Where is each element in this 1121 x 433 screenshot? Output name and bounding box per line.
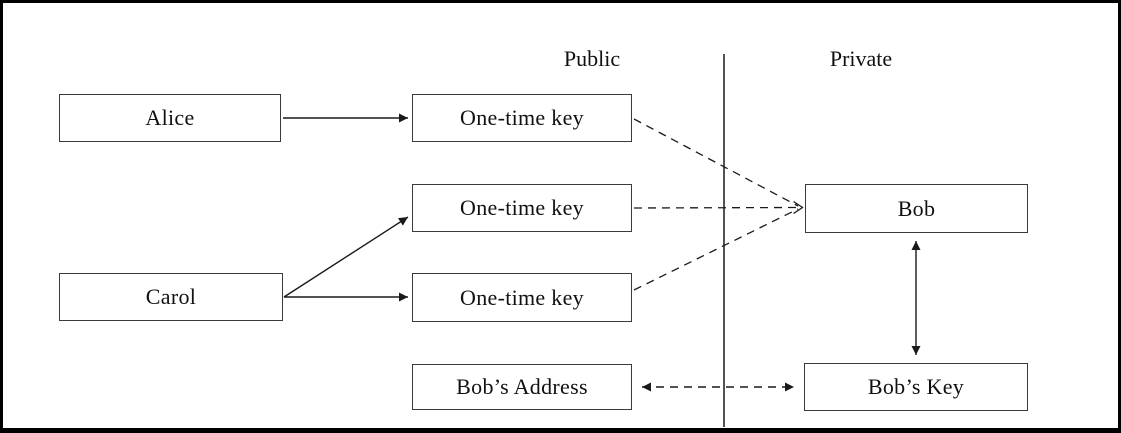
edges-layer — [283, 54, 921, 427]
edge-otk3-bob — [633, 208, 799, 291]
node-carol-label: Carol — [145, 284, 197, 309]
node-carol: Carol — [59, 273, 283, 321]
node-one-time-key-1-label: One-time key — [460, 105, 584, 130]
node-alice-label: Alice — [145, 105, 195, 130]
node-bobs-key-label: Bob’s Key — [867, 374, 965, 399]
node-bobs-address: Bob’s Address — [412, 364, 632, 410]
node-one-time-key-3: One-time key — [412, 273, 632, 322]
node-one-time-key-2-label: One-time key — [460, 195, 584, 220]
node-alice: Alice — [59, 94, 281, 142]
edge-carol-otk2 — [283, 216, 409, 298]
edge-otk2-bob — [633, 206, 799, 209]
open-arrowhead-bob — [793, 200, 804, 215]
node-bob-label: Bob — [897, 195, 936, 221]
node-bob: Bob — [805, 184, 1028, 233]
region-label-private: Private — [829, 46, 893, 71]
edge-otk1-bob — [633, 118, 799, 207]
node-bobs-address-label: Bob’s Address — [456, 374, 588, 399]
region-label-public: Public — [563, 46, 621, 71]
node-one-time-key-3-label: One-time key — [460, 284, 584, 310]
node-one-time-key-2: One-time key — [412, 184, 632, 232]
node-one-time-key-1: One-time key — [412, 94, 632, 142]
node-bobs-key: Bob’s Key — [804, 363, 1028, 411]
